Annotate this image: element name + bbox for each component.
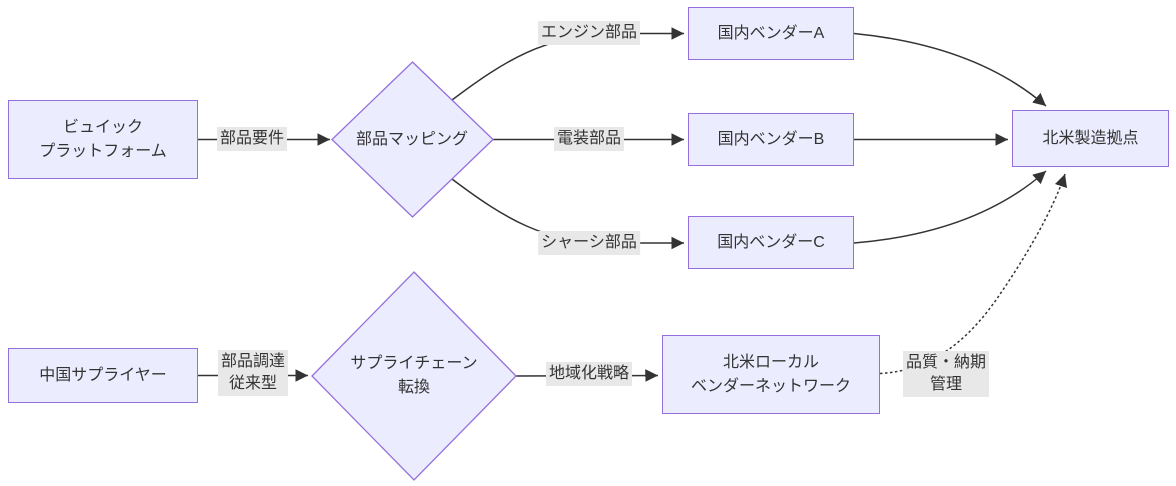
node-label: サプライチェーン	[350, 355, 478, 372]
edge-vendor-c-to-na-plant	[853, 170, 1047, 244]
edge-localnet-to-na-plant-dotted	[879, 173, 1068, 375]
edge-label-electrical-parts: 電装部品	[553, 127, 625, 151]
edge-label-line: 部品調達	[220, 353, 286, 370]
node-local-vendor-network: 北米ローカル ベンダーネットワーク	[662, 335, 880, 414]
node-vendor-b: 国内ベンダーB	[688, 113, 854, 166]
node-label: 北米ローカル	[722, 353, 819, 371]
node-buick-platform: ビュイック プラットフォーム	[8, 100, 198, 179]
node-na-plant: 北米製造拠点	[1012, 110, 1169, 167]
node-label: ベンダーネットワーク	[690, 377, 851, 395]
node-label: 北米製造拠点	[1042, 129, 1139, 147]
edge-vendor-a-to-na-plant	[853, 32, 1047, 107]
node-vendor-c: 国内ベンダーC	[688, 216, 854, 269]
edge-label-engine-parts: エンジン部品	[537, 21, 641, 45]
edge-label-line: 管理	[929, 376, 963, 393]
node-vendor-a: 国内ベンダーA	[688, 7, 854, 60]
edge-label-regionalization-strategy: 地域化戦略	[545, 362, 633, 386]
decision-parts-mapping-shape	[331, 61, 494, 218]
edge-label-parts-procurement: 部品調達 従来型	[217, 350, 289, 396]
node-label: プラットフォーム	[39, 142, 167, 160]
node-label: 国内ベンダーB	[717, 130, 825, 148]
edge-label-line: 品質・納期	[905, 354, 987, 371]
node-label: 国内ベンダーC	[717, 233, 825, 251]
node-label: 転換	[397, 379, 431, 396]
edge-label-quality-delivery: 品質・納期 管理	[902, 351, 990, 397]
node-label: 中国サプライヤー	[39, 366, 167, 384]
node-label: ビュイック	[62, 118, 143, 136]
node-china-supplier: 中国サプライヤー	[8, 348, 198, 403]
decision-supplychain-shift-shape	[311, 271, 517, 481]
decision-supplychain-shift-label: サプライチェーン 転換	[350, 352, 477, 400]
decision-parts-mapping-label: 部品マッピング	[355, 131, 469, 148]
edge-label-chassis-parts: シャーシ部品	[538, 231, 640, 255]
node-label: 国内ベンダーA	[717, 24, 825, 42]
edge-label-parts-requirements: 部品要件	[216, 127, 288, 151]
edge-label-line: 従来型	[228, 375, 278, 392]
